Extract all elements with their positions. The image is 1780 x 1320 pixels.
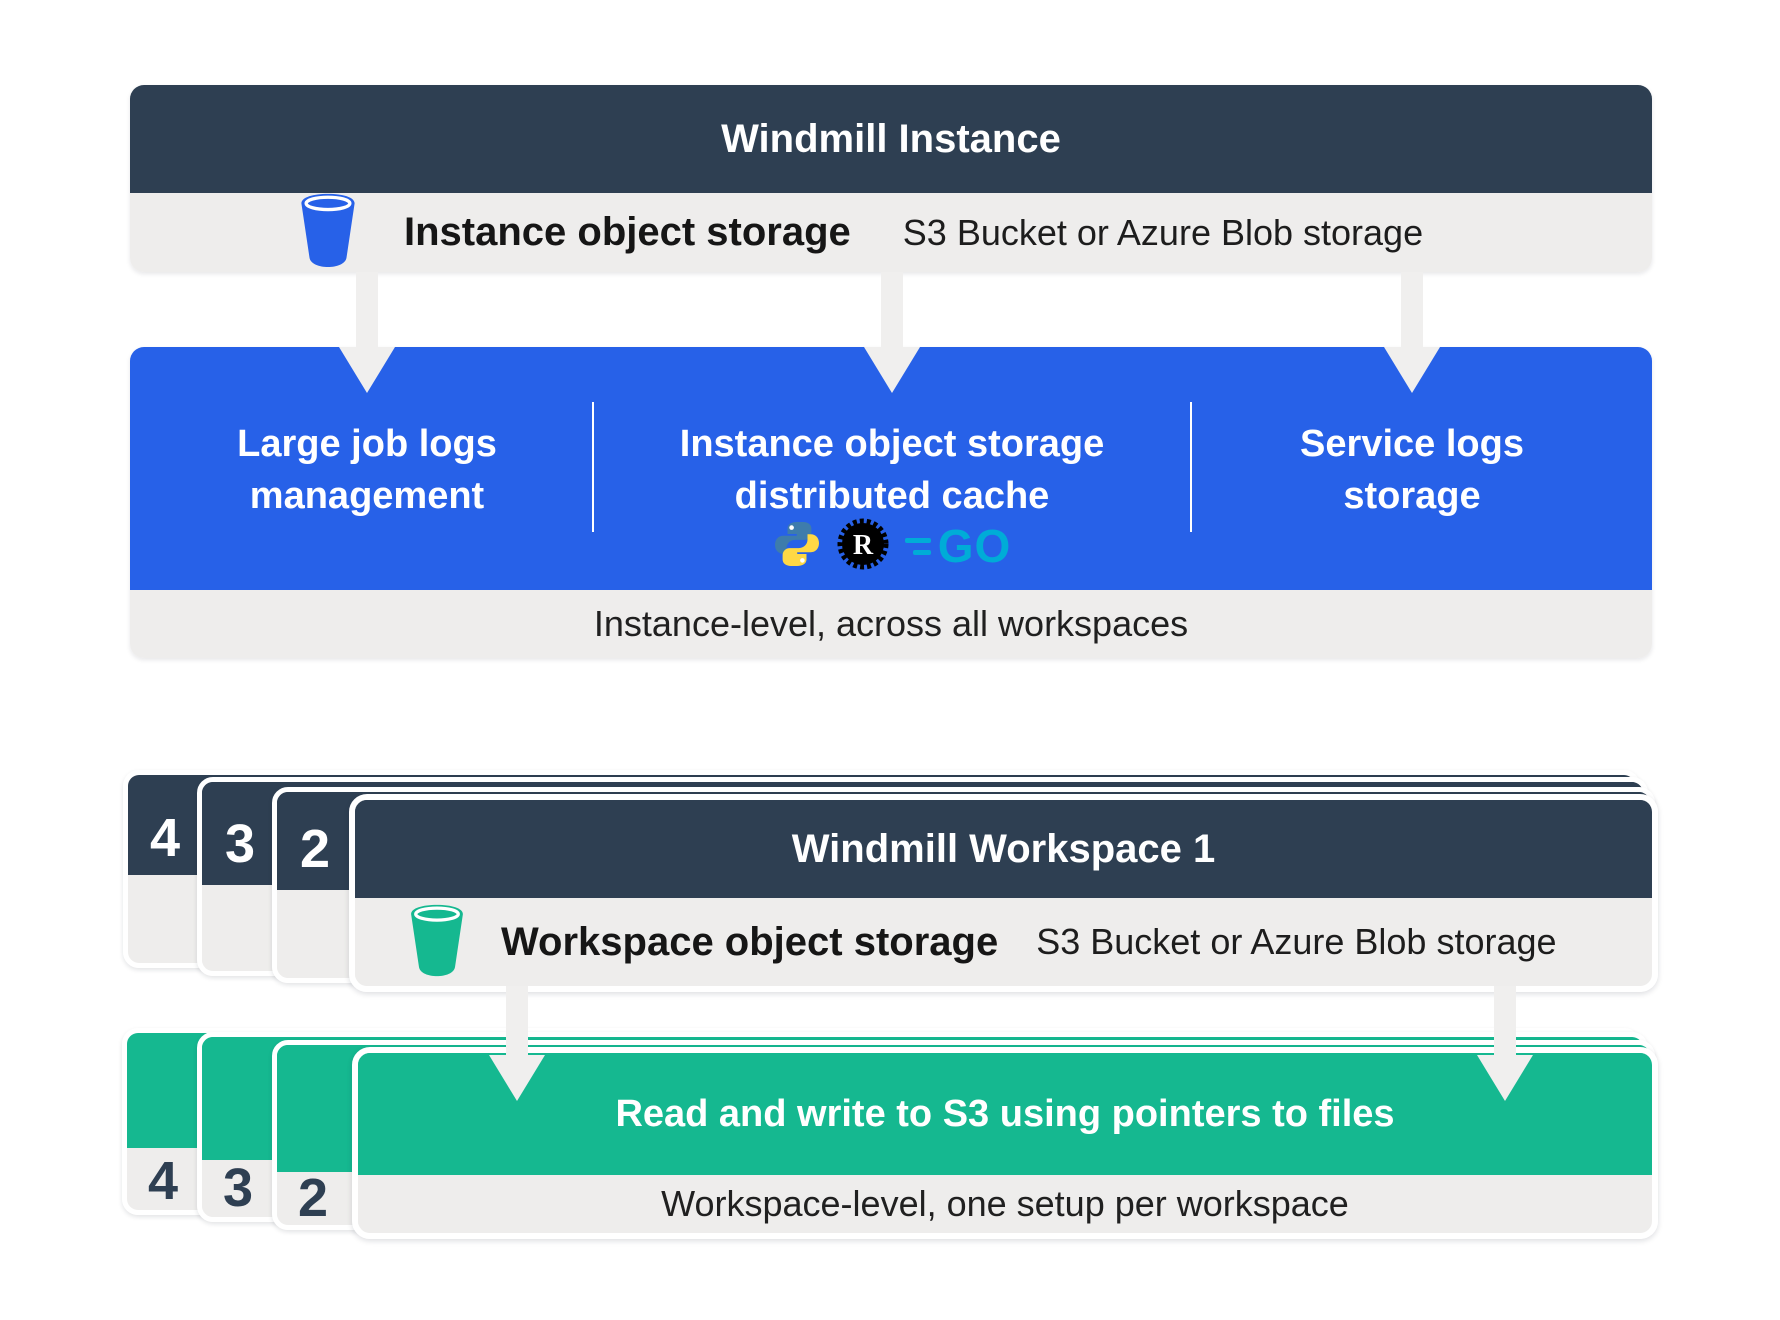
instance-card-header: Windmill Instance [130,85,1652,193]
green-bucket-icon [407,903,467,982]
go-speed-lines [904,537,931,555]
service-large-job-logs: Large job logs management [237,423,497,517]
s3-stack-badge-2: 2 [297,1168,329,1228]
s3-stack-badge-4: 4 [147,1151,179,1211]
instance-storage-bar: Instance object storage S3 Bucket or Azu… [130,193,1652,272]
instance-storage-label: Instance object storage [404,210,851,254]
workspace-footer-text: Workspace-level, one setup per workspace [661,1183,1349,1224]
rust-icon: R [837,518,889,575]
arrow-stem [1494,986,1516,1056]
python-icon [773,520,821,573]
svg-text:R: R [853,530,874,561]
workspace-stack-badge-4: 4 [149,808,181,868]
workspace-title: Windmill Workspace 1 [791,826,1216,871]
instance-footer-text: Instance-level, across all workspaces [593,603,1189,644]
divider [592,402,594,532]
workspace-storage-bar: Workspace object storage S3 Bucket or Az… [355,898,1652,986]
instance-storage-detail: S3 Bucket or Azure Blob storage [902,211,1424,253]
instance-services-card: Large job logs management Instance objec… [130,347,1652,658]
workspace-card-header: Windmill Workspace 1 [355,800,1652,898]
arrow-stem [1401,272,1423,348]
workspace-storage-label: Workspace object storage [501,919,999,964]
s3-banner-text: Read and write to S3 using pointers to f… [615,1092,1395,1135]
arrow-stem [881,272,903,348]
instance-title: Windmill Instance [721,116,1061,161]
instance-footer-bar: Instance-level, across all workspaces [130,590,1652,658]
arrow-stem [356,272,378,348]
workspace-storage-detail: S3 Bucket or Azure Blob storage [1036,921,1557,962]
workspace-stack-badge-3: 3 [224,814,256,874]
workspace-s3-card-1: Read and write to S3 using pointers to f… [352,1047,1658,1239]
instance-card: Windmill Instance Instance object storag… [130,85,1652,272]
go-icon: GO [904,520,1012,572]
workspace-card-1: Windmill Workspace 1 Workspace object st… [349,794,1658,992]
go-logo-text: GO [937,520,1012,572]
workspace-stack-badge-2: 2 [299,819,331,879]
s3-stack-badge-3: 3 [222,1158,254,1218]
blue-bucket-icon [298,192,358,272]
service-distributed-cache: Instance object storage distributed cach… [679,423,1105,517]
divider [1190,402,1192,532]
service-logs-storage: Service logs storage [1300,423,1524,517]
language-logos: R GO [772,518,1012,573]
s3-banner: Read and write to S3 using pointers to f… [358,1053,1652,1175]
workspace-footer-bar: Workspace-level, one setup per workspace [358,1175,1652,1233]
arrow-stem [506,986,528,1056]
